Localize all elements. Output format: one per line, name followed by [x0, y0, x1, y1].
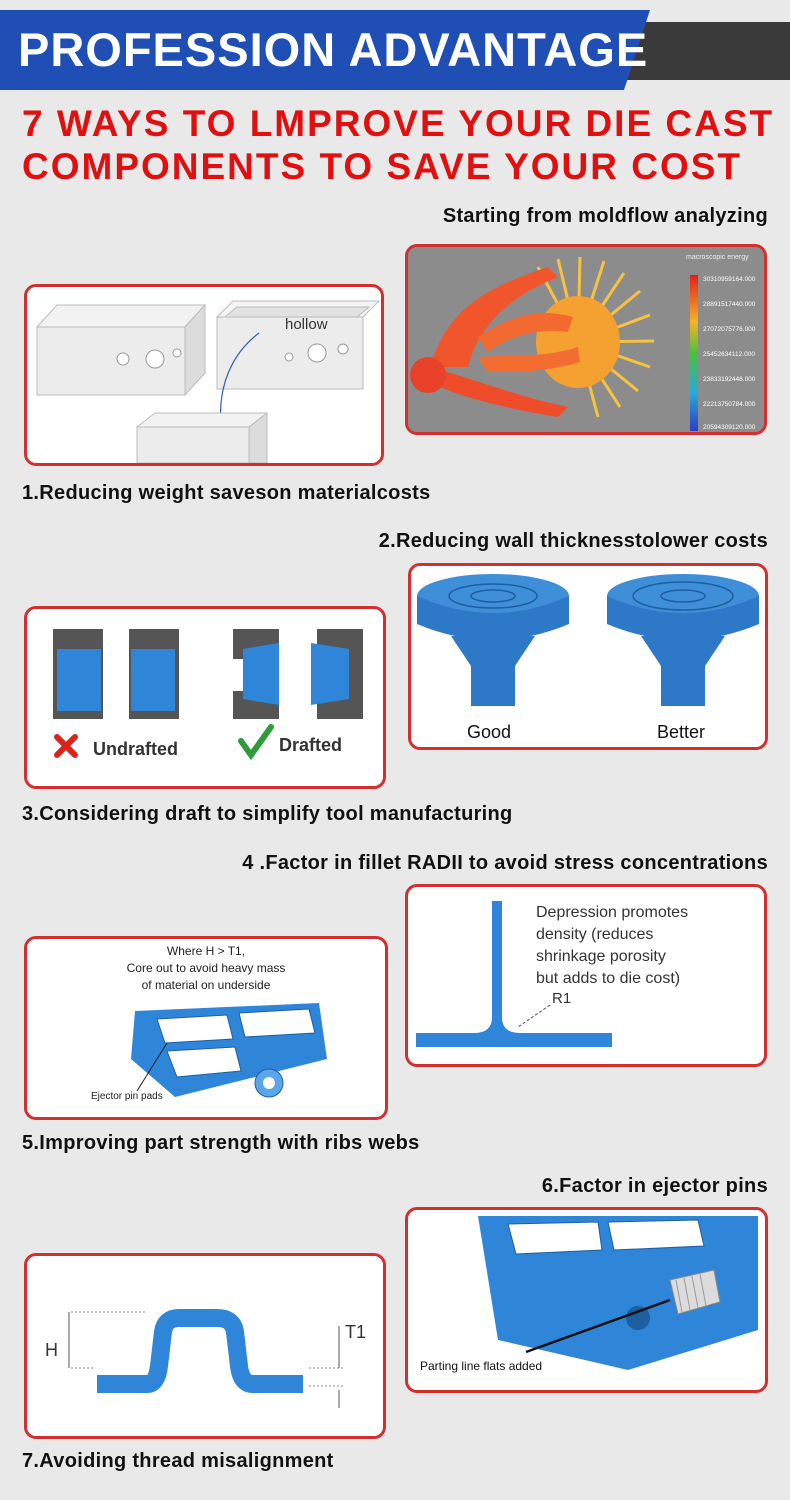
fillet-note-line-1: Depression promotes [536, 904, 688, 921]
ejector-pins-illustration: Parting line flats added [420, 1216, 758, 1373]
fillet-note-line-3: shrinkage porosity [536, 948, 666, 965]
parting-line-label: Parting line flats added [420, 1359, 542, 1373]
legend-value-4: 25452634112.000 [703, 351, 755, 358]
section-1-caption: 1.Reducing weight saveson materialcosts [22, 482, 431, 504]
hollow-label: hollow [285, 316, 328, 333]
hollow-boxes-illustration: hollow [35, 300, 381, 463]
drafted-label: Drafted [279, 735, 342, 755]
t1-label: T1 [345, 1322, 366, 1342]
section-3-caption: 3.Considering draft to simplify tool man… [22, 803, 513, 825]
section-7-caption: 7.Avoiding thread misalignment [22, 1450, 334, 1472]
ribs-note-line-2: Core out to avoid heavy mass [127, 961, 286, 975]
headline-line-1: 7 WAYS TO LMPROVE YOUR DIE CAST [22, 103, 775, 144]
ribs-note-line-1: Where H > T1, [167, 944, 245, 958]
ejector-pin-pads-label: Ejector pin pads [91, 1091, 163, 1102]
good-better-illustration: Good Better [417, 574, 759, 742]
r1-label: R1 [552, 990, 571, 1007]
section-2-caption: 2.Reducing wall thicknesstolower costs [378, 530, 768, 552]
fillet-note-line-2: density (reduces [536, 926, 653, 943]
undrafted-label: Undrafted [93, 739, 178, 759]
h-label: H [45, 1340, 58, 1360]
draft-illustration: Undrafted Drafted [53, 629, 363, 761]
card-good-better: Good Better [408, 563, 768, 750]
legend-value-6: 22213750784.000 [703, 401, 756, 408]
moldflow-caption: Starting from moldflow analyzing [442, 205, 768, 227]
section-6-caption: 6.Factor in ejector pins [541, 1175, 768, 1197]
legend-value-5: 23833192448.000 [703, 376, 756, 383]
card-moldflow: macroscopic energy 30310959164.000 28891… [405, 244, 767, 435]
better-label: Better [657, 722, 705, 742]
card-ribs-webs: Where H > T1, Core out to avoid heavy ma… [24, 936, 388, 1120]
banner-title: PROFESSION ADVANTAGE [18, 23, 649, 76]
legend-value-3: 27072075776.000 [703, 326, 756, 333]
card-ejector-pins: Parting line flats added [405, 1207, 768, 1393]
card-thread-misalignment: H T1 [24, 1253, 386, 1439]
headline-line-2: COMPONENTS TO SAVE YOUR COST [22, 146, 743, 187]
section-4-caption: 4 .Factor in fillet RADII to avoid stres… [242, 852, 768, 874]
legend-value-7: 20594309120.000 [703, 424, 756, 431]
legend-value-1: 30310959164.000 [703, 276, 756, 283]
legend-value-2: 28891517440.000 [703, 301, 756, 308]
ribs-illustration: Where H > T1, Core out to avoid heavy ma… [91, 944, 327, 1102]
section-5-caption: 5.Improving part strength with ribs webs [22, 1132, 420, 1154]
thread-illustration: H T1 [45, 1309, 366, 1408]
fillet-note-line-4: but adds to die cost) [536, 970, 680, 987]
card-fillet-radii: Depression promotes density (reduces shr… [405, 884, 767, 1067]
fillet-illustration: Depression promotes density (reduces shr… [416, 901, 688, 1047]
moldflow-legend-title: macroscopic energy [686, 254, 749, 261]
moldflow-illustration: macroscopic energy 30310959164.000 28891… [408, 247, 764, 432]
card-hollow-boxes: hollow [24, 284, 384, 466]
banner-blue-strip [0, 10, 650, 90]
ribs-note-line-3: of material on underside [142, 978, 271, 992]
card-draft: Undrafted Drafted [24, 606, 386, 789]
good-label: Good [467, 722, 511, 742]
